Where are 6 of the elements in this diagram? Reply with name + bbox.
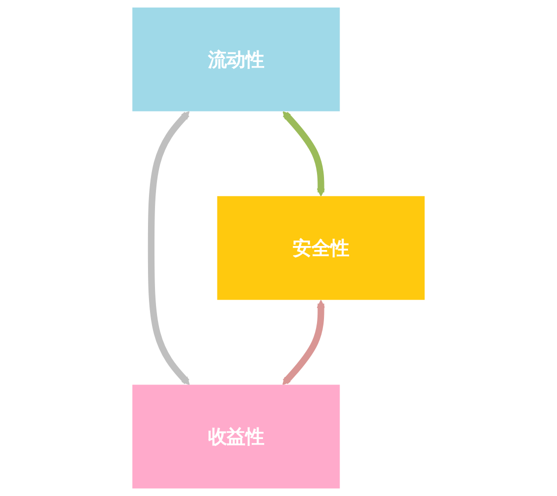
arrow [282, 111, 326, 197]
node-box: 安全性 [217, 196, 425, 300]
arrow [282, 300, 326, 386]
node-box: 流动性 [132, 8, 340, 112]
node-box: 收益性 [132, 384, 340, 488]
arrow [148, 111, 190, 386]
